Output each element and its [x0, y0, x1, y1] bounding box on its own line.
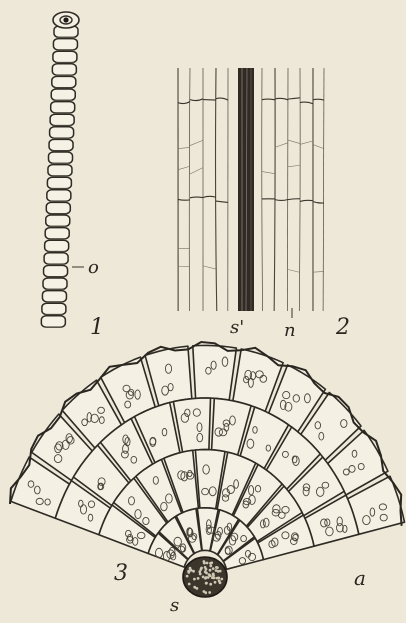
- figure-2-number: 2: [335, 315, 350, 340]
- label-s-prime: s': [230, 317, 244, 338]
- label-n: n: [284, 320, 296, 341]
- radial-cells: [10, 342, 405, 569]
- filament-segments: [41, 26, 78, 327]
- figure-3-number: 3: [114, 561, 128, 586]
- label-o: o: [88, 257, 99, 278]
- figure-1-segmented-filament: o 1: [41, 12, 104, 340]
- figure-3-cross-section: s a 3: [10, 342, 405, 616]
- label-s: s: [170, 595, 179, 616]
- label-a: a: [354, 566, 366, 590]
- figure-2-longitudinal-section: s' n 2: [178, 68, 350, 341]
- filament-top-cap: [53, 12, 79, 28]
- central-strand-section: [183, 557, 227, 597]
- central-strand: [238, 68, 254, 311]
- figure-1-number: 1: [90, 315, 104, 340]
